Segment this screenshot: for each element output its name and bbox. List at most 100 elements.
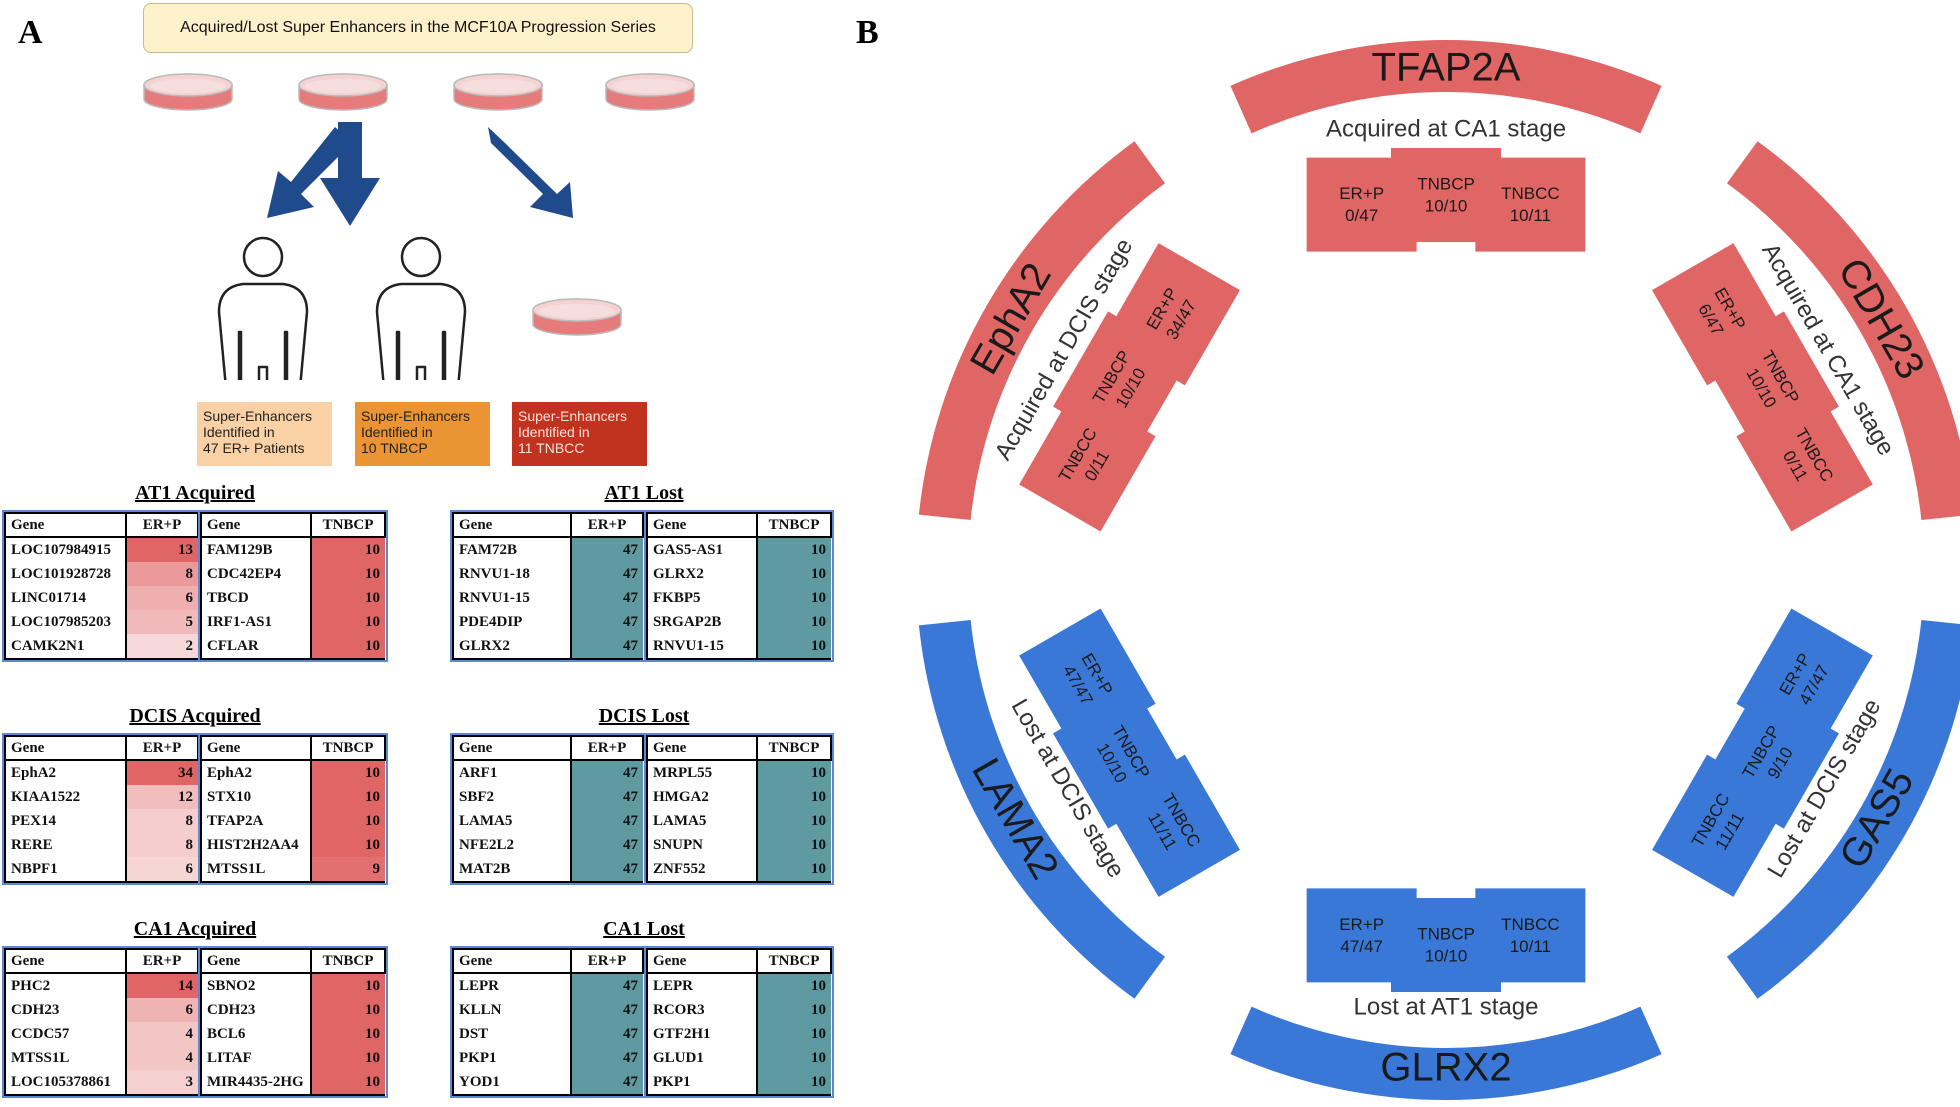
column-header-count: ER+P: [125, 735, 199, 761]
gene-name: FKBP5: [646, 586, 757, 610]
gene-count: 8: [125, 562, 198, 586]
sample-box-ratio: 10/10: [1425, 946, 1468, 965]
gene-count: 47: [570, 760, 643, 785]
column-header-count: ER+P: [125, 948, 199, 974]
gene-name: CFLAR: [200, 634, 311, 660]
arrow-down-left-icon: [267, 127, 352, 218]
sample-box-ratio: 0/47: [1345, 206, 1378, 225]
gene-count: 10: [310, 760, 385, 785]
gene-count: 47: [570, 833, 643, 857]
gene-count: 34: [125, 760, 198, 785]
gene-count: 47: [570, 1070, 643, 1096]
sample-box-ratio: 10/10: [1425, 196, 1468, 215]
gene-name: PKP1: [452, 1046, 571, 1070]
gene-name: LOC101928728: [4, 562, 126, 586]
gene-count: 47: [570, 1022, 643, 1046]
right_blue-band: [1726, 619, 1960, 999]
gene-name: MIR4435-2HG: [200, 1070, 311, 1096]
sample-box-rect: [1103, 754, 1240, 897]
gene-name: LINC01714: [4, 586, 126, 610]
column-header-count: TNBCP: [756, 735, 832, 761]
panel-b-letter: B: [856, 14, 879, 51]
top-band: [1230, 40, 1662, 134]
gene-count: 47: [570, 1046, 643, 1070]
right_red-band: [1726, 141, 1960, 521]
gene-count: 10: [310, 973, 385, 998]
gene-count: 9: [310, 857, 385, 883]
gene-name: GLRX2: [452, 634, 571, 660]
gene-name: SRGAP2B: [646, 610, 757, 634]
gene-name: PHC2: [4, 973, 126, 998]
column-header-count: ER+P: [570, 512, 644, 538]
gene-name: NFE2L2: [452, 833, 571, 857]
gene-label: TFAP2A: [1372, 46, 1521, 90]
left_blue-band: [918, 619, 1166, 999]
column-header-count: ER+P: [570, 948, 644, 974]
stage-label: Acquired at CA1 stage: [1326, 115, 1566, 142]
column-header-gene: Gene: [200, 512, 312, 538]
gene-name: MTSS1L: [4, 1046, 126, 1070]
gene-name: PDE4DIP: [452, 610, 571, 634]
gene-count: 10: [310, 586, 385, 610]
sample-box-ratio: 10/11: [1510, 206, 1551, 225]
column-header-count: TNBCP: [756, 512, 832, 538]
stage-label: Lost at AT1 stage: [1353, 993, 1538, 1020]
column-header-count: ER+P: [570, 735, 644, 761]
gene-count: 10: [756, 760, 831, 785]
gene-count: 8: [125, 833, 198, 857]
arrow-icons: [267, 122, 573, 226]
gene-name: HIST2H2AA4: [200, 833, 311, 857]
gene-count: 10: [756, 1046, 831, 1070]
sample-box-rect: [1736, 608, 1873, 751]
gene-name: SBF2: [452, 785, 571, 809]
section-title: CA1 Lost: [603, 918, 685, 940]
gene-count: 10: [310, 1022, 385, 1046]
gene-name: KLLN: [452, 998, 571, 1022]
gene-count: 47: [570, 857, 643, 883]
gene-name: IRF1-AS1: [200, 610, 311, 634]
gene-count: 4: [125, 1022, 198, 1046]
gene-name: CCDC57: [4, 1022, 126, 1046]
gene-name: SBNO2: [200, 973, 311, 998]
column-header-count: TNBCP: [756, 948, 832, 974]
gene-count: 10: [310, 785, 385, 809]
column-header-count: ER+P: [125, 512, 199, 538]
gene-count: 47: [570, 809, 643, 833]
gene-count: 47: [570, 562, 643, 586]
column-header-count: TNBCP: [310, 512, 386, 538]
gene-name: GLRX2: [646, 562, 757, 586]
gene-count: 10: [310, 562, 385, 586]
sample-box-rect: [1103, 243, 1240, 386]
gene-count: 47: [570, 610, 643, 634]
gene-count: 10: [310, 537, 385, 562]
gene-name: ARF1: [452, 760, 571, 785]
